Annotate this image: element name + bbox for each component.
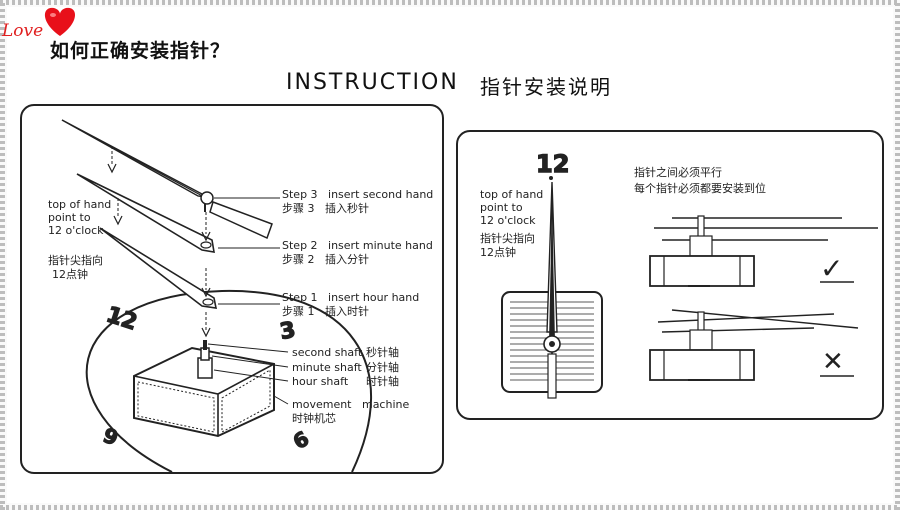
top-of-hand-line3: 12 o'clock [48, 224, 104, 237]
r-pointer-cn-line1: 指针尖指向 [480, 231, 535, 245]
instruction-heading-en: INSTRUCTION [286, 70, 459, 95]
movement-en: movement machine [292, 398, 409, 411]
twelve-dot [549, 176, 553, 180]
installation-steps-panel: 12 3 6 9 [20, 104, 444, 474]
step1-en: Step 1 insert hour hand [282, 291, 419, 304]
step3-en: Step 3 insert second hand [282, 188, 433, 201]
clock-dial-outline [85, 289, 373, 472]
parallel-note-line1: 指针之间必须平行 [634, 165, 722, 179]
r-top-of-hand-line3: 12 o'clock [480, 214, 536, 227]
hand-alignment-diagram: 12 top of hand point to 12 o'clock 指针尖指向… [480, 149, 878, 399]
minute-shaft-en: minute shaft [292, 361, 362, 374]
wrong-x-icon: ✕ [822, 347, 844, 377]
wrong-side-view [649, 309, 859, 381]
second-hand-tail [209, 201, 273, 240]
watermark-text: Love [1, 21, 43, 41]
second-hand-hub [200, 191, 214, 205]
hour-shaft-cn: 时针轴 [366, 374, 399, 388]
dial-number-6: 6 [289, 426, 313, 454]
minute-shaft-cn: 分针轴 [366, 360, 399, 374]
step1-cn: 步骤 1 插入时针 [282, 304, 369, 318]
top-of-hand-line1: top of hand [48, 198, 111, 211]
hour-shaft [197, 357, 213, 379]
number-12: 12 [536, 150, 569, 178]
dial-number-12: 12 [103, 302, 140, 335]
step2-cn: 步骤 2 插入分针 [282, 252, 369, 266]
correct-side-view [649, 215, 878, 287]
dial-number-3: 3 [278, 318, 297, 345]
second-shaft-en: second shaft [292, 346, 363, 359]
love-heart-watermark: Love [1, 7, 76, 41]
minute-hand-hole [200, 241, 212, 249]
r-top-of-hand-line2: point to [480, 201, 523, 214]
page-title: 如何正确安装指针？ [50, 40, 231, 62]
movement-cn: 时钟机芯 [292, 411, 336, 425]
hour-hand-hole [202, 298, 214, 306]
second-shaft [203, 340, 207, 350]
second-shaft-cn: 秒针轴 [366, 345, 399, 359]
installation-steps-diagram: 12 3 6 9 [48, 119, 433, 472]
r-pointer-cn-line2: 12点钟 [480, 245, 516, 259]
second-hand-line [61, 119, 207, 199]
pointer-cn-line1: 指针尖指向 [48, 253, 103, 267]
heart-icon [44, 7, 76, 36]
hour-shaft-en: hour shaft [292, 375, 349, 388]
hour-hand [99, 227, 218, 309]
top-of-hand-line2: point to [48, 211, 91, 224]
step3-cn: 步骤 3 插入秒针 [282, 201, 369, 215]
instruction-heading-cn: 指针安装说明 [480, 75, 612, 99]
correct-check-icon: ✓ [820, 252, 843, 285]
second-hand-tail-vertical [547, 353, 557, 399]
minute-hand [76, 173, 215, 253]
hand-alignment-panel: 12 top of hand point to 12 o'clock 指针尖指向… [456, 130, 884, 420]
parallel-note-line2: 每个指针必须都要安装到位 [634, 181, 766, 195]
pointer-cn-line2: 12点钟 [52, 267, 88, 281]
dial-number-9: 9 [100, 423, 121, 450]
r-top-of-hand-line1: top of hand [480, 188, 543, 201]
step2-en: Step 2 insert minute hand [282, 239, 433, 252]
